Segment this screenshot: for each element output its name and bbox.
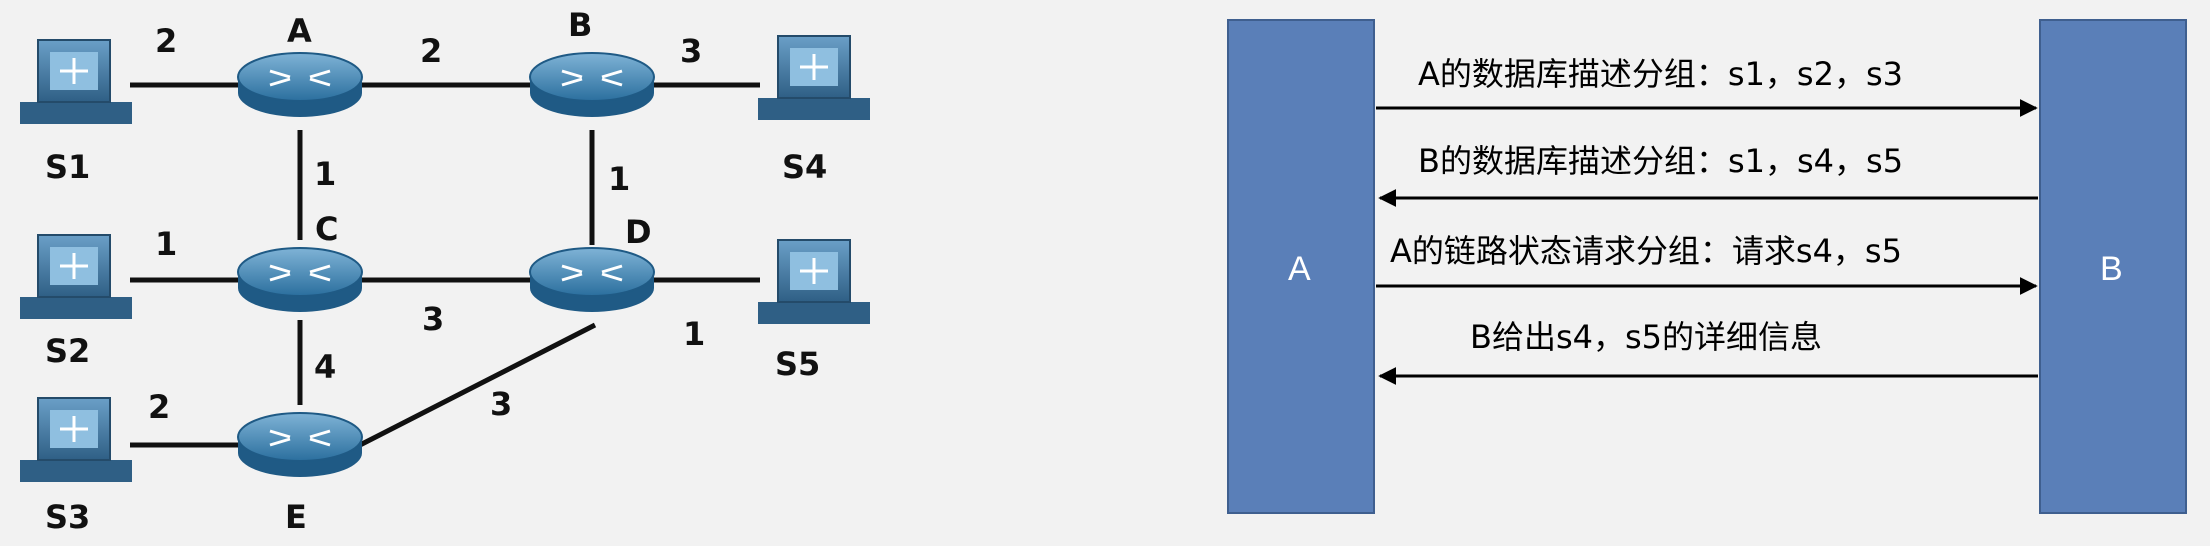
host-s4-label: S4	[782, 148, 827, 186]
router-e-label: E	[285, 498, 307, 536]
message-1-text: A的数据库描述分组：s1，s2，s3	[1418, 55, 1903, 93]
message-4-text: B给出s4，s5的详细信息	[1470, 318, 1822, 356]
router-c	[237, 247, 363, 312]
cost-s1-a: 2	[155, 22, 177, 60]
cost-a-c: 1	[314, 155, 336, 193]
cost-b-s4: 3	[680, 32, 702, 70]
router-d-label: D	[625, 213, 652, 251]
router-e	[237, 412, 363, 477]
message-2-text: B的数据库描述分组：s1，s4，s5	[1418, 142, 1903, 180]
host-s4	[758, 35, 870, 120]
router-c-label: C	[315, 210, 338, 248]
cost-b-d: 1	[608, 160, 630, 198]
router-b	[529, 52, 655, 117]
router-b-box	[2039, 19, 2187, 514]
router-b-label: B	[568, 6, 592, 44]
message-3-text: A的链路状态请求分组：请求s4，s5	[1390, 232, 1902, 270]
host-s3	[20, 397, 132, 482]
cost-s2-c: 1	[155, 225, 177, 263]
router-b-box-label: B	[2100, 250, 2123, 288]
host-s2-label: S2	[45, 332, 90, 370]
cost-e-d: 3	[490, 385, 512, 423]
cost-c-d: 3	[422, 300, 444, 338]
host-s1	[20, 39, 132, 124]
cost-d-s5: 1	[683, 315, 705, 353]
topology-links	[130, 82, 760, 448]
exchange-diagram: A B A的数据库描述分组：s1，s2，s3 B的数据库描述分组：s1，s4，s…	[1227, 19, 2187, 514]
host-s3-label: S3	[45, 498, 90, 536]
router-d	[529, 247, 655, 312]
link-e-d	[358, 322, 597, 448]
host-s1-label: S1	[45, 148, 90, 186]
router-a-label: A	[287, 12, 312, 50]
host-s5-label: S5	[775, 345, 820, 383]
cost-c-e: 4	[314, 348, 336, 386]
router-a	[237, 52, 363, 117]
cost-a-b: 2	[420, 32, 442, 70]
host-s2	[20, 234, 132, 319]
host-s5	[758, 239, 870, 324]
router-a-box	[1227, 19, 1375, 514]
cost-s3-e: 2	[148, 388, 170, 426]
router-a-box-label: A	[1288, 250, 1311, 288]
